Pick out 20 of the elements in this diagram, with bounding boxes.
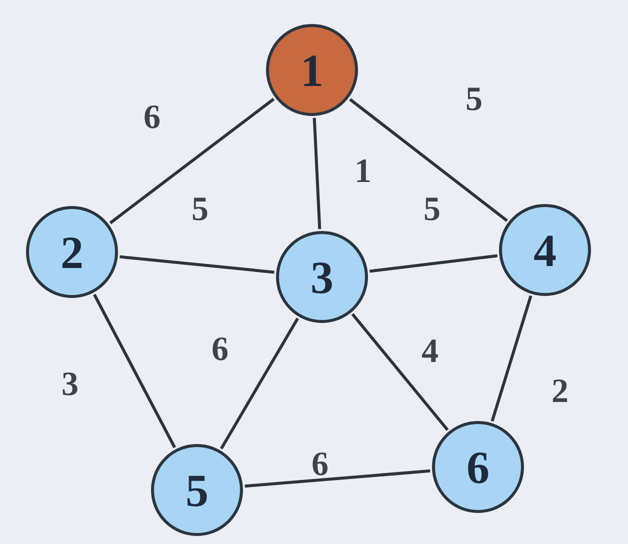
edge-label: 6 [144, 101, 160, 135]
edge-label: 4 [422, 335, 438, 369]
edge-line [312, 118, 322, 230]
edge-line [220, 318, 299, 450]
edge-label: 5 [192, 193, 208, 227]
edge-label: 3 [62, 368, 78, 402]
edge-line [349, 98, 508, 222]
edge-line [369, 254, 498, 273]
edge-label: 5 [424, 193, 440, 227]
edge-label: 6 [312, 448, 328, 482]
edge-label: 6 [212, 333, 228, 367]
edge-label: 1 [354, 155, 372, 189]
edge-label: 2 [552, 375, 568, 409]
edge-line [109, 98, 275, 224]
edge-line [120, 255, 274, 274]
edge-label: 5 [466, 83, 482, 117]
edge-line [351, 313, 449, 431]
edge-line [244, 469, 430, 488]
edge-line [490, 295, 532, 422]
edge-line [93, 294, 176, 448]
